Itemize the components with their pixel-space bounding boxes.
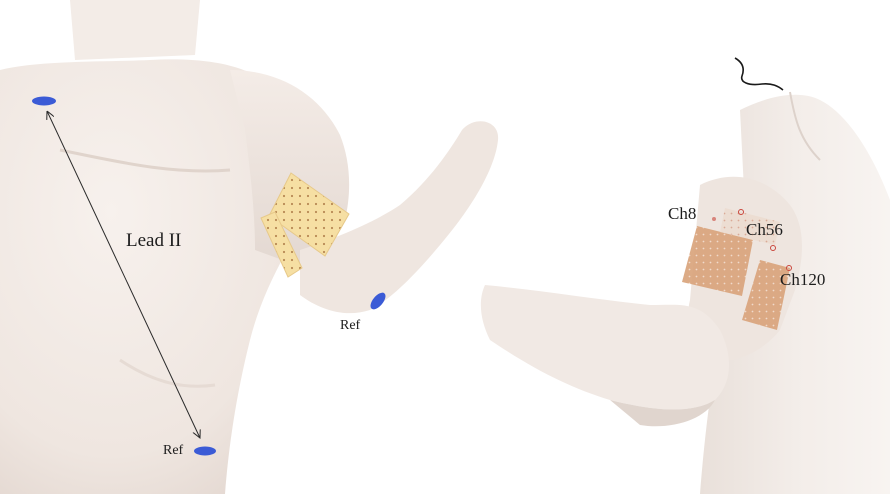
ch56-label: Ch56 [746, 221, 783, 238]
left-torso [0, 0, 498, 494]
ch120-label: Ch120 [780, 271, 825, 288]
ch8-label: Ch8 [668, 205, 696, 222]
electrode-pad-icon [32, 97, 56, 106]
lead-ii-label: Lead II [126, 231, 181, 250]
ref-arm-label: Ref [340, 319, 360, 333]
channel-marker [712, 217, 716, 221]
electrode-pad-icon [194, 447, 216, 456]
ref-hip-label: Ref [163, 444, 183, 458]
